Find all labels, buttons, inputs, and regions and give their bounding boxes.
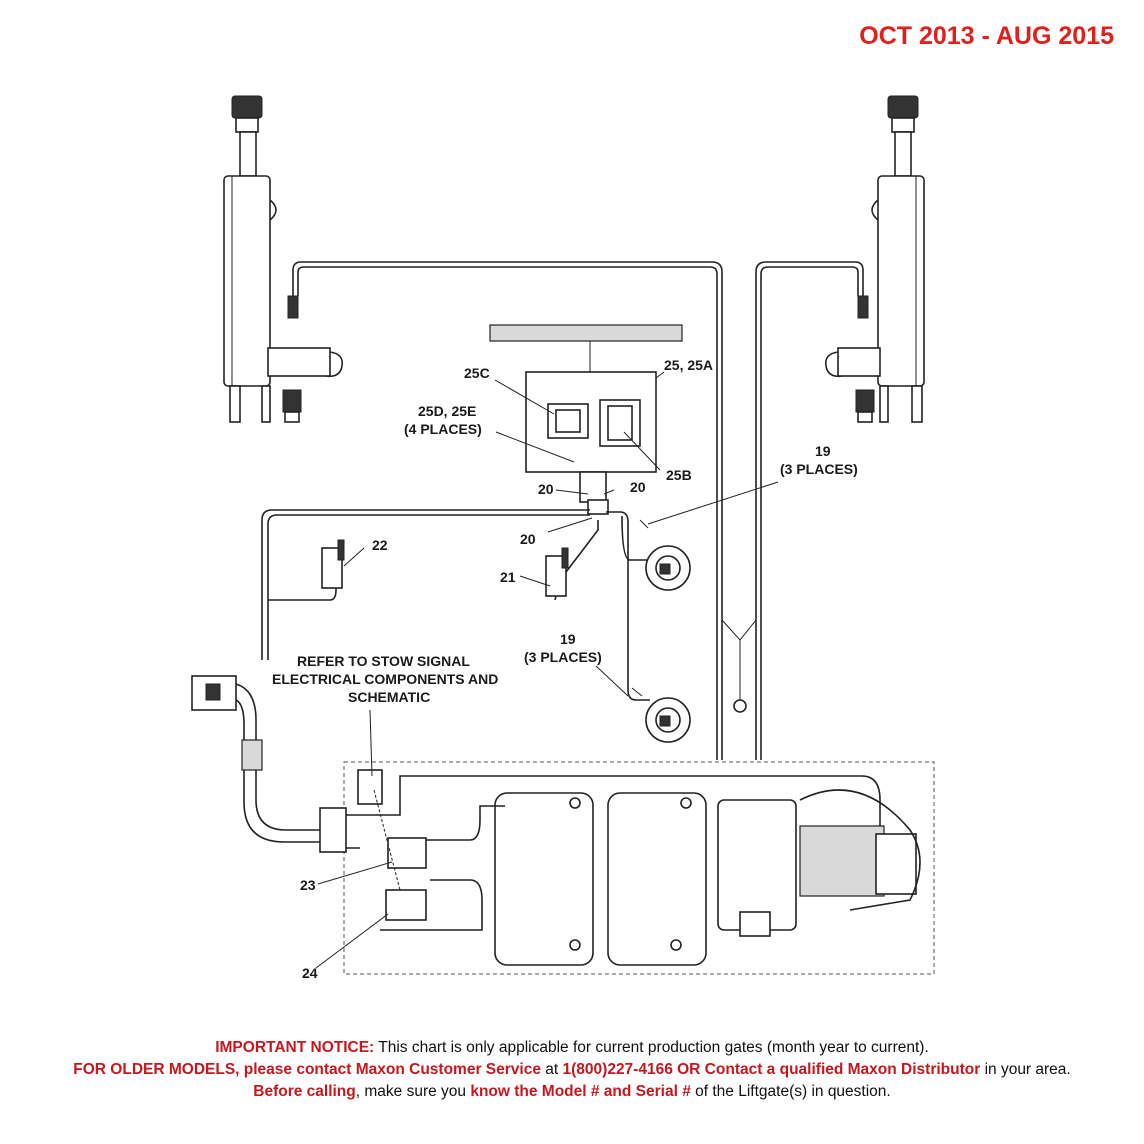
callout-25-25a: 25, 25A: [664, 357, 713, 373]
callout-22: 22: [372, 537, 388, 553]
right-hydraulic-cylinder: [824, 95, 925, 423]
wiring-diagram: 25C 25, 25A 25D, 25E (4 PLACES) 25B 19 (…: [191, 95, 935, 981]
notice-tail: of the Liftgate(s) in question.: [690, 1083, 891, 1100]
callout-20-right: 20: [630, 479, 646, 495]
callout-25c: 25C: [464, 365, 490, 381]
callout-20-lower: 20: [520, 531, 536, 547]
callout-23: 23: [300, 877, 316, 893]
notice-important-label: IMPORTANT NOTICE:: [215, 1039, 375, 1056]
callout-21: 21: [500, 569, 516, 585]
notice-at: at: [540, 1061, 563, 1078]
switch-21: [545, 547, 569, 597]
callout-24: 24: [302, 965, 318, 981]
callout-19-lower-line2: (3 PLACES): [524, 649, 602, 665]
notice-in-area: in your area.: [980, 1061, 1071, 1078]
leader-lines: [315, 371, 779, 969]
power-unit-internals: [319, 769, 921, 966]
light-19-upper: [639, 519, 691, 591]
power-unit-box: [343, 761, 935, 975]
callout-19-upper-line1: 19: [815, 443, 831, 459]
callout-25b: 25B: [666, 467, 692, 483]
date-range-title: OCT 2013 - AUG 2015: [859, 22, 1114, 50]
notice-phone: 1(800)227-4166 OR Contact a qualified Ma…: [562, 1061, 981, 1078]
callout-19-lower-line1: 19: [560, 631, 576, 647]
callout-20-left: 20: [538, 481, 554, 497]
light-19-lower: [631, 687, 691, 743]
callout-19-upper-line2: (3 PLACES): [780, 461, 858, 477]
wiring-harness: [261, 509, 650, 701]
notice-make-sure: , make sure you: [355, 1083, 471, 1100]
notice-know-model-serial: know the Model # and Serial #: [470, 1083, 691, 1100]
control-panel-25: [489, 324, 683, 515]
switch-22: [321, 539, 345, 589]
notice-before-calling: Before calling: [253, 1083, 356, 1100]
left-hydraulic-cylinder: [223, 95, 344, 423]
notice-older-models: FOR OLDER MODELS, please contact Maxon C…: [73, 1061, 541, 1078]
callout-25d-25e-line2: (4 PLACES): [404, 421, 482, 437]
hydraulic-hoses: [292, 261, 864, 760]
important-notice: IMPORTANT NOTICE: This chart is only app…: [60, 1037, 1084, 1103]
callout-25d-25e-line1: 25D, 25E: [418, 403, 476, 419]
refer-note-line1: REFER TO STOW SIGNAL: [297, 653, 470, 669]
refer-note-line3: SCHEMATIC: [348, 689, 430, 705]
refer-note-line2: ELECTRICAL COMPONENTS AND: [272, 671, 498, 687]
notice-important-text: This chart is only applicable for curren…: [374, 1039, 929, 1056]
plug-connector: [191, 675, 330, 843]
